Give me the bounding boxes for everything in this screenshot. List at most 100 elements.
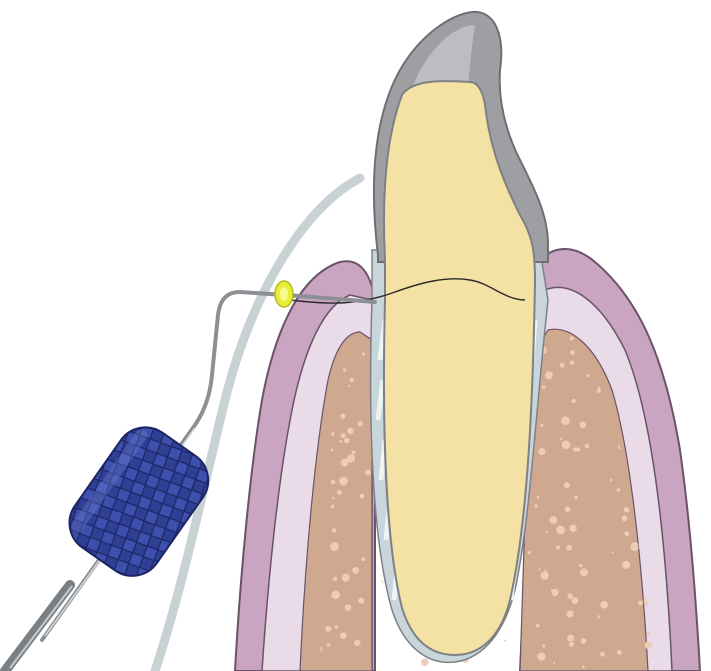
bone-speckle	[556, 545, 560, 549]
bone-speckle	[540, 424, 543, 427]
bone-speckle	[332, 497, 334, 499]
bone-speckle	[572, 399, 576, 403]
bone-speckle	[352, 451, 356, 455]
bone-speckle	[566, 545, 572, 551]
bone-speckle	[347, 454, 355, 462]
bone-speckle	[325, 626, 331, 632]
bone-speckle	[331, 505, 335, 509]
bone-speckle	[570, 360, 574, 364]
bone-speckle	[327, 643, 331, 647]
bone-speckle	[561, 416, 570, 425]
bone-speckle	[581, 638, 587, 644]
bone-speckle	[571, 597, 578, 604]
bone-speckle	[600, 652, 605, 657]
bone-speckle	[570, 350, 575, 355]
bone-speckle	[553, 662, 555, 664]
bone-speckle	[617, 650, 622, 655]
bone-speckle	[638, 600, 643, 605]
bone-speckle	[566, 610, 573, 617]
bone-speckle	[361, 557, 365, 561]
bone-speckle	[565, 506, 571, 512]
bone-speckle	[365, 470, 371, 476]
bone-speckle	[360, 494, 365, 499]
bone-speckle	[622, 561, 630, 569]
bone-speckle	[345, 604, 352, 611]
bone-speckle	[626, 509, 630, 513]
bone-speckle	[337, 490, 342, 495]
bone-speckle	[552, 589, 559, 596]
bone-speckle	[331, 449, 334, 452]
bone-speckle	[587, 374, 590, 377]
bone-speckle	[354, 640, 360, 646]
bone-speckle	[542, 644, 545, 647]
bone-speckle	[560, 438, 562, 440]
bone-speckle	[560, 363, 565, 368]
bone-speckle	[340, 414, 345, 419]
bone-speckle	[542, 386, 545, 389]
bone-speckle	[341, 433, 346, 438]
bone-speckle	[573, 447, 577, 451]
bone-speckle	[597, 388, 601, 392]
bone-speckle	[631, 542, 640, 551]
bone-speckle	[528, 551, 531, 554]
bone-speckle	[358, 598, 364, 604]
bone-speckle	[569, 524, 576, 531]
bone-speckle	[335, 625, 339, 629]
bone-speckle	[645, 641, 653, 649]
bone-speckle	[536, 624, 540, 628]
bone-speckle	[333, 577, 337, 581]
bone-speckle	[504, 640, 506, 642]
bone-speckle	[352, 567, 359, 574]
bone-speckle	[358, 421, 363, 426]
bone-speckle	[544, 569, 546, 571]
bone-speckle	[538, 448, 545, 455]
bone-speckle	[545, 371, 553, 379]
bone-speckle	[567, 593, 573, 599]
bone-speckle	[612, 551, 614, 553]
bone-speckle	[332, 528, 336, 532]
bone-speckle	[616, 488, 620, 492]
bone-speckle	[598, 386, 600, 388]
bone-speckle	[569, 336, 573, 340]
bone-speckle	[537, 653, 545, 661]
bone-speckle	[340, 632, 347, 639]
bone-speckle	[598, 615, 601, 618]
bone-speckle	[569, 642, 574, 647]
bone-speckle	[580, 422, 587, 429]
bone-speckle	[344, 438, 350, 444]
bone-speckle	[331, 480, 336, 485]
bone-speckle	[624, 531, 629, 536]
bone-speckle	[350, 378, 354, 382]
bone-speckle	[580, 568, 588, 576]
bone-speckle	[339, 477, 348, 486]
bone-speckle	[562, 441, 571, 450]
bone-speckle	[342, 574, 350, 582]
bone-speckle	[331, 591, 339, 599]
bone-speckle	[585, 444, 590, 449]
bone-speckle	[330, 542, 339, 551]
bone-speckle	[574, 496, 578, 500]
bone-speckle	[600, 601, 608, 609]
probe-depth-marker-icon	[275, 281, 293, 307]
bone-speckle	[535, 504, 538, 507]
bone-speckle	[347, 428, 353, 434]
bone-speckle	[541, 571, 549, 579]
bone-speckle	[343, 368, 346, 371]
bone-speckle	[582, 666, 585, 669]
bone-speckle	[564, 482, 570, 488]
bone-speckle	[549, 516, 557, 524]
bone-speckle	[579, 564, 582, 567]
bone-speckle	[567, 635, 574, 642]
bone-speckle	[622, 516, 628, 522]
bone-speckle	[556, 526, 565, 535]
bone-speckle	[339, 440, 342, 443]
bone-speckle	[348, 385, 350, 387]
bone-speckle	[610, 479, 613, 482]
bone-speckle	[647, 632, 651, 636]
bone-speckle	[421, 658, 429, 666]
bone-speckle	[362, 352, 365, 355]
bone-speckle	[546, 531, 548, 533]
bone-speckle	[539, 568, 541, 570]
